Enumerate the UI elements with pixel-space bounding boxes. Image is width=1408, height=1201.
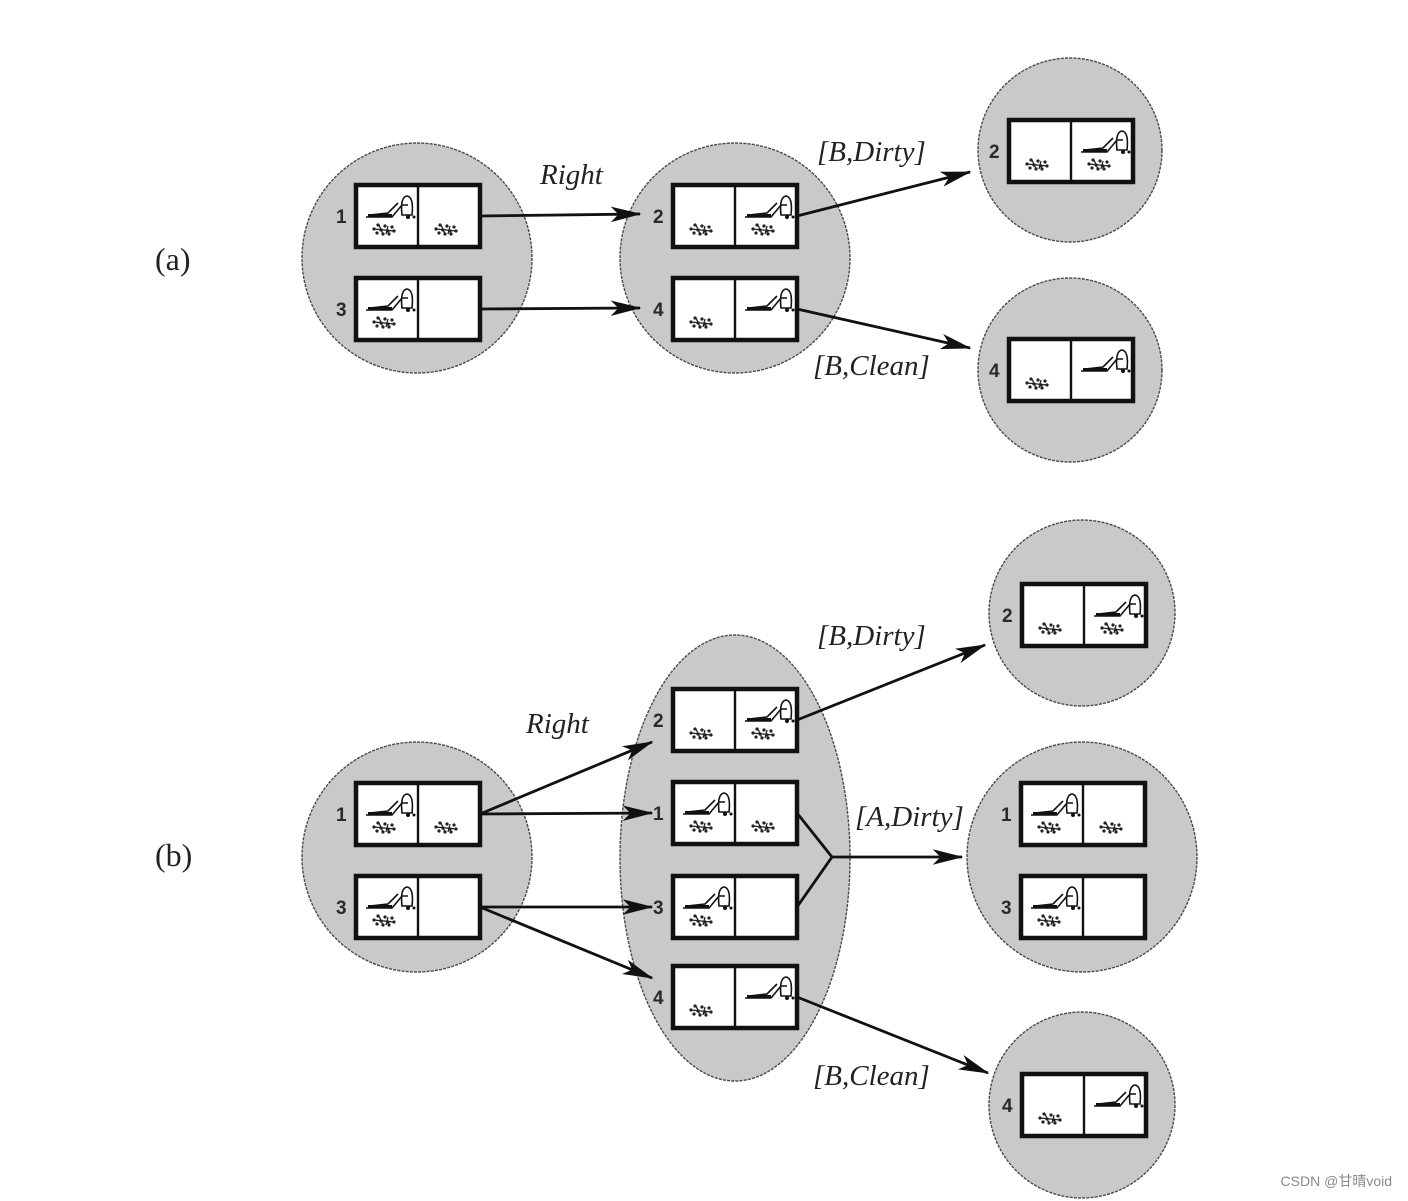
dirt-icon — [1037, 821, 1061, 834]
state-number: 4 — [653, 300, 664, 321]
edge-label-b-dirty-b: [B,Dirty] — [817, 620, 926, 652]
dirt-icon — [751, 820, 775, 833]
edge-b-clean — [796, 307, 972, 350]
state-number: 1 — [336, 207, 347, 228]
dirt-icon — [1025, 158, 1049, 171]
world-state-1: 1 — [336, 780, 483, 848]
panel-label-b: (b) — [155, 837, 192, 873]
world-state-2: 2 — [989, 117, 1136, 185]
world-state-4: 4 — [653, 963, 800, 1031]
vacuum-icon — [745, 195, 795, 219]
state-number: 3 — [1001, 898, 1012, 919]
vacuum-icon — [1031, 793, 1081, 817]
world-state-1: 1 — [1001, 780, 1148, 848]
vacuum-icon — [366, 195, 416, 219]
dirt-icon — [1037, 914, 1061, 927]
edge-right-1-to-1 — [479, 805, 654, 821]
dirt-icon — [372, 914, 396, 927]
edge-a-dirty-merge-1 — [795, 812, 834, 858]
edge-right-3-to-4 — [479, 300, 642, 316]
state-number: 3 — [336, 300, 347, 321]
vacuum-icon — [745, 699, 795, 723]
state-number: 2 — [653, 711, 664, 732]
panel-label-a: (a) — [155, 241, 191, 277]
world-state-3: 3 — [336, 873, 483, 941]
state-number: 1 — [336, 805, 347, 826]
watermark: CSDN @甘晴void — [1280, 1173, 1392, 1189]
state-number: 2 — [1002, 606, 1013, 627]
vacuum-icon — [1081, 349, 1131, 373]
world-state-4: 4 — [653, 275, 800, 343]
dirt-icon — [434, 223, 458, 236]
state-number: 4 — [653, 988, 664, 1009]
dirt-icon — [751, 727, 775, 740]
dirt-icon — [689, 727, 713, 740]
edge-label-right-b: Right — [525, 708, 590, 740]
edge-label-right-a: Right — [539, 159, 604, 191]
vacuum-icon — [1031, 886, 1081, 910]
edge-right-1-to-2 — [479, 206, 642, 223]
world-state-3: 3 — [653, 873, 800, 941]
vacuum-icon — [366, 793, 416, 817]
edge-right-3-to-4 — [479, 905, 654, 980]
state-number: 2 — [653, 207, 664, 228]
dirt-icon — [1038, 1112, 1062, 1125]
state-number: 1 — [1001, 805, 1012, 826]
state-number: 4 — [1002, 1096, 1013, 1117]
vacuum-icon — [1094, 594, 1144, 618]
dirt-icon — [689, 914, 713, 927]
edge-label-b-clean-b: [B,Clean] — [813, 1060, 930, 1092]
state-number: 1 — [653, 804, 664, 825]
dirt-icon — [689, 1004, 713, 1017]
world-state-4: 4 — [989, 336, 1136, 404]
world-state-1: 1 — [653, 779, 800, 847]
dirt-icon — [689, 223, 713, 236]
vacuum-icon — [366, 288, 416, 312]
edge-a-dirty-merge-3 — [795, 856, 834, 908]
world-state-1: 1 — [336, 182, 483, 250]
state-number: 4 — [989, 361, 1000, 382]
dirt-icon — [434, 821, 458, 834]
edge-label-b-dirty-a: [B,Dirty] — [817, 136, 926, 168]
dirt-icon — [751, 223, 775, 236]
state-number: 3 — [653, 898, 664, 919]
edge-right-1-to-2 — [479, 740, 654, 816]
state-number: 2 — [989, 142, 1000, 163]
vacuum-icon — [745, 288, 795, 312]
edge-b-dirty — [796, 170, 972, 218]
world-state-2: 2 — [1002, 581, 1149, 649]
vacuum-icon — [366, 886, 416, 910]
world-state-2: 2 — [653, 686, 800, 754]
dirt-icon — [372, 223, 396, 236]
vacuum-icon — [1094, 1084, 1144, 1108]
vacuum-icon — [683, 792, 733, 816]
dirt-icon — [689, 316, 713, 329]
dirt-icon — [1099, 821, 1123, 834]
vacuum-icon — [1081, 130, 1131, 154]
edge-b-dirty — [796, 643, 987, 722]
world-state-2: 2 — [653, 182, 800, 250]
edge-label-b-clean-a: [B,Clean] — [813, 350, 930, 382]
vacuum-icon — [683, 886, 733, 910]
world-state-4: 4 — [1002, 1071, 1149, 1139]
world-state-3: 3 — [336, 275, 483, 343]
world-state-3: 3 — [1001, 873, 1148, 941]
dirt-icon — [1025, 377, 1049, 390]
edge-b-clean — [796, 995, 990, 1075]
dirt-icon — [1038, 622, 1062, 635]
dirt-icon — [372, 821, 396, 834]
dirt-icon — [1087, 158, 1111, 171]
edge-label-a-dirty-b: [A,Dirty] — [855, 801, 964, 833]
dirt-icon — [689, 820, 713, 833]
state-number: 3 — [336, 898, 347, 919]
vacuum-icon — [745, 976, 795, 1000]
dirt-icon — [372, 316, 396, 329]
dirt-icon — [1100, 622, 1124, 635]
